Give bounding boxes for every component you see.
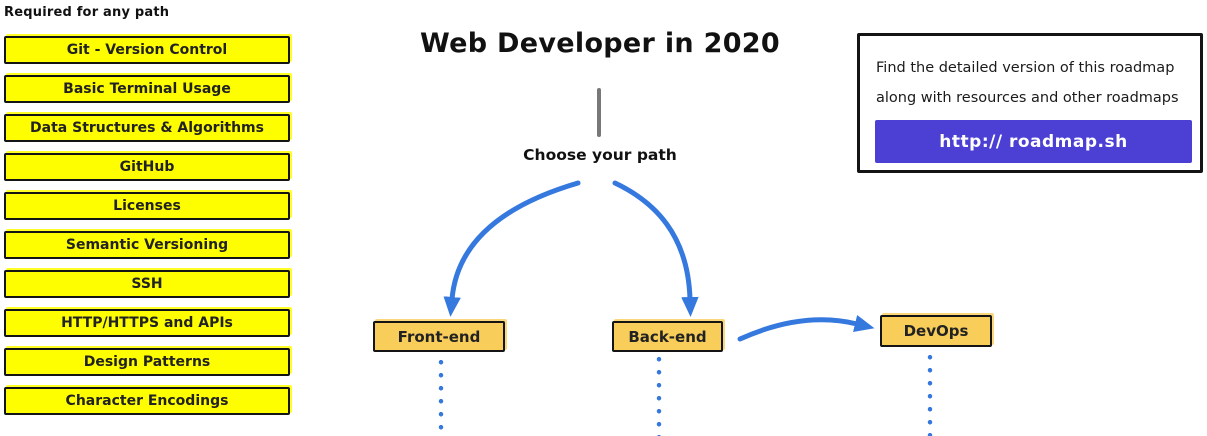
stem-line — [597, 88, 601, 137]
required-topics-heading: Required for any path — [4, 5, 170, 20]
node-frontend-label: Front-end — [397, 327, 481, 346]
arrow-to-frontend — [443, 180, 581, 317]
node-devops[interactable]: DevOps — [880, 315, 992, 347]
roadmap-url-button[interactable]: http:// roadmap.sh — [875, 120, 1192, 163]
required-topic-box[interactable]: Licenses — [4, 192, 290, 220]
required-topic-box[interactable]: GitHub — [4, 153, 290, 181]
arrow-to-backend — [612, 180, 699, 317]
info-line-2: along with resources and other roadmaps — [876, 90, 1179, 106]
required-topic-label: HTTP/HTTPS and APIs — [61, 315, 233, 331]
required-topic-label: GitHub — [119, 159, 175, 175]
info-text: Find the detailed version of this roadma… — [860, 36, 1200, 113]
required-topic-label: Semantic Versioning — [65, 237, 229, 253]
required-topic-box[interactable]: Semantic Versioning — [4, 231, 290, 259]
required-topic-label: Design Patterns — [83, 354, 211, 370]
backend-dotted-line — [656, 356, 662, 436]
node-frontend[interactable]: Front-end — [373, 321, 505, 352]
devops-dotted-line — [927, 354, 933, 436]
required-topic-label: Character Encodings — [65, 393, 229, 409]
required-topic-box[interactable]: HTTP/HTTPS and APIs — [4, 309, 290, 337]
required-topic-box[interactable]: Basic Terminal Usage — [4, 75, 290, 103]
required-topic-label: Licenses — [113, 198, 181, 214]
required-topic-label: Data Structures & Algorithms — [30, 120, 264, 136]
required-topic-box[interactable]: Data Structures & Algorithms — [4, 114, 290, 142]
choose-path-label: Choose your path — [523, 146, 677, 164]
required-topic-box[interactable]: Character Encodings — [4, 387, 290, 415]
required-topic-label: Git - Version Control — [66, 42, 228, 58]
frontend-dotted-line — [438, 359, 444, 436]
required-topic-label: SSH — [131, 276, 163, 292]
required-topic-box[interactable]: SSH — [4, 270, 290, 298]
page-title: Web Developer in 2020 — [420, 28, 780, 59]
node-devops-label: DevOps — [903, 322, 969, 340]
info-line-1: Find the detailed version of this roadma… — [876, 60, 1175, 76]
roadmap-url-label: http:// roadmap.sh — [939, 131, 1128, 152]
node-backend-label: Back-end — [628, 327, 707, 346]
required-topics-list: Git - Version Control Basic Terminal Usa… — [4, 36, 290, 415]
required-topics-panel: Required for any path Git - Version Cont… — [4, 5, 290, 426]
required-topic-label: Basic Terminal Usage — [63, 81, 231, 97]
node-backend[interactable]: Back-end — [612, 321, 723, 352]
required-topic-box[interactable]: Design Patterns — [4, 348, 290, 376]
required-topic-box[interactable]: Git - Version Control — [4, 36, 290, 64]
arrow-to-devops — [737, 315, 875, 342]
info-box: Find the detailed version of this roadma… — [857, 33, 1203, 173]
